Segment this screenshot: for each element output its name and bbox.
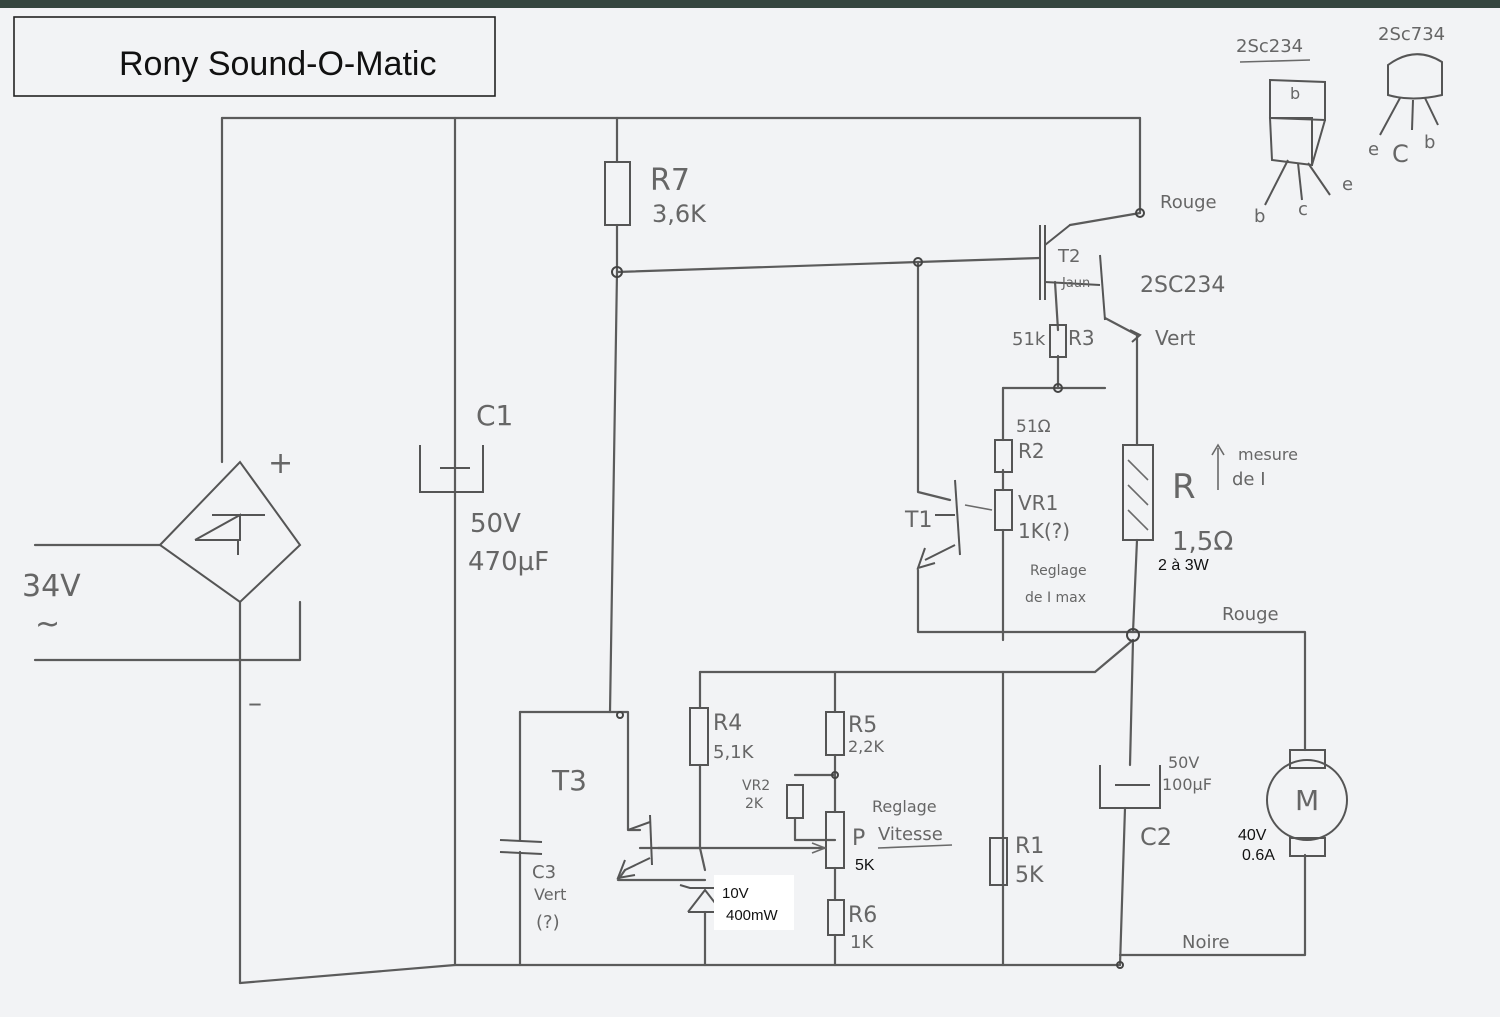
motor-voltage: 40V bbox=[1238, 827, 1267, 844]
r3-value: 51k bbox=[1012, 329, 1046, 350]
capacitor-c3 bbox=[499, 839, 543, 855]
vr2-name: VR2 bbox=[742, 778, 770, 794]
potentiometer-vr2 bbox=[786, 784, 804, 819]
resistor-r1 bbox=[989, 837, 1008, 886]
p-note2: Vitesse bbox=[878, 824, 943, 845]
r7-value: 3,6K bbox=[652, 200, 707, 228]
motor-current: 0.6A bbox=[1242, 847, 1275, 864]
pinout-left-e: e bbox=[1342, 174, 1353, 195]
r5-name: R5 bbox=[848, 713, 877, 738]
junctions bbox=[611, 208, 1145, 969]
r-measure1: mesure bbox=[1238, 445, 1298, 464]
r-value: 1,5Ω bbox=[1172, 527, 1233, 557]
r-power: 2 à 3W bbox=[1158, 557, 1210, 574]
t1-name: T1 bbox=[904, 508, 932, 533]
wire-noire: Noire bbox=[1182, 932, 1230, 953]
pinout-left bbox=[1239, 59, 1331, 206]
potentiometer-vr1 bbox=[994, 489, 1013, 531]
t2-name: T2 bbox=[1057, 246, 1080, 267]
wire-rouge-top: Rouge bbox=[1160, 192, 1217, 213]
c2-capacitance: 100µF bbox=[1162, 775, 1212, 794]
pinout-right-type: 2Sc734 bbox=[1378, 24, 1445, 45]
ac-symbol: ~ bbox=[35, 607, 60, 642]
t3-name: T3 bbox=[551, 764, 587, 797]
r2-name: R2 bbox=[1018, 439, 1045, 463]
pinout-left-type: 2Sc234 bbox=[1236, 36, 1303, 57]
pinout-left-top: b bbox=[1290, 84, 1300, 103]
r7-name: R7 bbox=[650, 163, 690, 198]
wire-rouge-mid: Rouge bbox=[1222, 604, 1279, 625]
r2-value: 51Ω bbox=[1016, 417, 1051, 437]
vr1-value: 1K(?) bbox=[1018, 519, 1070, 543]
r4-value: 5,1K bbox=[713, 742, 755, 763]
resistor-r2 bbox=[994, 439, 1013, 473]
resistor-r7 bbox=[604, 161, 631, 226]
vr1-name: VR1 bbox=[1018, 491, 1058, 515]
vr2-value: 2K bbox=[745, 796, 764, 812]
motor-symbol: M bbox=[1295, 784, 1319, 817]
resistor-r-shunt bbox=[1122, 444, 1154, 541]
c1-name: C1 bbox=[476, 399, 513, 432]
c2-voltage: 50V bbox=[1168, 753, 1199, 772]
c3-note: Vert bbox=[534, 885, 566, 904]
c3-name: C3 bbox=[532, 862, 556, 883]
r4-name: R4 bbox=[713, 711, 742, 736]
title-box bbox=[13, 16, 496, 97]
p-value: 5K bbox=[855, 857, 875, 874]
pinout-right-e: e bbox=[1368, 139, 1379, 160]
pinout-left-b: b bbox=[1254, 206, 1265, 227]
vr1-note2: de I max bbox=[1025, 590, 1086, 606]
bridge-rectifier bbox=[158, 460, 302, 604]
r1-name: R1 bbox=[1015, 834, 1044, 859]
resistor-r5 bbox=[825, 711, 845, 756]
c1-capacitance: 470µF bbox=[468, 547, 549, 577]
zener-label-box bbox=[714, 875, 794, 930]
r3-name: R3 bbox=[1068, 326, 1095, 350]
pinout-right bbox=[1379, 53, 1443, 136]
transistor-t1 bbox=[916, 479, 961, 570]
capacitor-c2 bbox=[1099, 765, 1161, 809]
capacitor-c1 bbox=[419, 445, 484, 493]
t2-type: 2SC234 bbox=[1140, 273, 1225, 298]
r1-value: 5K bbox=[1015, 863, 1044, 888]
r5-value: 2,2K bbox=[848, 737, 884, 756]
pinout-right-c: C bbox=[1392, 140, 1409, 168]
p-note1: Reglage bbox=[872, 797, 937, 816]
pinout-right-b: b bbox=[1424, 132, 1435, 153]
motor bbox=[1266, 749, 1348, 857]
potentiometer-p bbox=[825, 811, 845, 869]
r6-value: 1K bbox=[850, 932, 874, 953]
transistor-t2 bbox=[1039, 224, 1142, 343]
c1-voltage: 50V bbox=[470, 509, 521, 539]
r6-name: R6 bbox=[848, 903, 877, 928]
zener-power: 400mW bbox=[726, 907, 779, 924]
measure-arrow bbox=[1211, 443, 1225, 490]
wire-vert: Vert bbox=[1155, 326, 1196, 350]
transistor-t3 bbox=[616, 814, 653, 880]
vr1-note1: Reglage bbox=[1030, 563, 1087, 579]
pinout-left-c: c bbox=[1298, 199, 1308, 220]
c3-question: (?) bbox=[536, 912, 560, 933]
zener-voltage: 10V bbox=[722, 885, 749, 902]
title-text: Rony Sound-O-Matic bbox=[119, 45, 436, 83]
resistor-r3 bbox=[1049, 324, 1067, 358]
wires bbox=[33, 116, 1307, 985]
plus-label: + bbox=[268, 446, 293, 481]
supply-voltage: 34V bbox=[22, 569, 81, 604]
t2-note: Jaun bbox=[1061, 276, 1090, 291]
minus-label: – bbox=[248, 686, 262, 719]
r-measure2: de I bbox=[1232, 469, 1266, 490]
resistor-r4 bbox=[689, 707, 709, 766]
r-name: R bbox=[1172, 467, 1196, 507]
scan-edge bbox=[0, 0, 1500, 8]
resistor-r6 bbox=[827, 899, 845, 936]
c2-name: C2 bbox=[1140, 823, 1172, 851]
p-name: P bbox=[852, 826, 865, 851]
